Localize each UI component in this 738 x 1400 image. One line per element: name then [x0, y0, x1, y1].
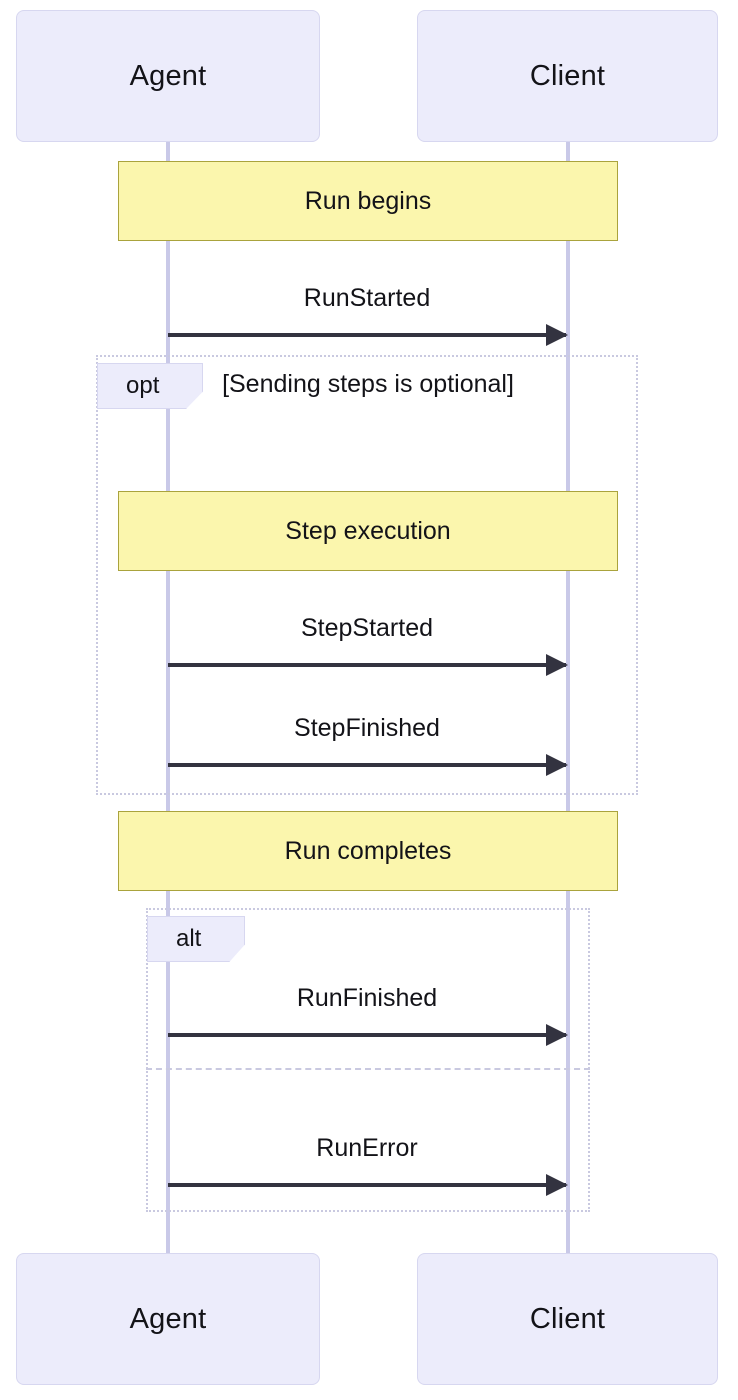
participant-client-bottom[interactable]: Client [417, 1253, 718, 1385]
participant-client-top[interactable]: Client [417, 10, 718, 142]
message-arrow-runstarted [168, 324, 568, 346]
note-run-completes: Run completes [118, 811, 618, 891]
note-step-execution: Step execution [118, 491, 618, 571]
fragment-alt-divider [146, 1068, 590, 1070]
message-arrow-stepfinished [168, 754, 568, 776]
fragment-alt [146, 908, 590, 1212]
fragment-condition-opt: [Sending steps is optional] [222, 370, 514, 398]
fragment-opt [96, 355, 638, 795]
message-arrow-stepstarted [168, 654, 568, 676]
message-arrow-runfinished [168, 1024, 568, 1046]
lifeline-client [566, 141, 570, 1254]
message-label-stepfinished: StepFinished [294, 714, 440, 742]
fragment-label-alt: alt [147, 916, 245, 962]
fragment-label-opt: opt [97, 363, 203, 409]
participant-agent-top[interactable]: Agent [16, 10, 320, 142]
message-arrow-runerror [168, 1174, 568, 1196]
message-label-runfinished: RunFinished [296, 984, 438, 1012]
lifeline-agent [166, 141, 170, 1254]
message-label-stepstarted: StepStarted [300, 614, 434, 642]
message-label-runerror: RunError [316, 1134, 418, 1162]
message-label-runstarted: RunStarted [303, 284, 431, 312]
note-run-begins: Run begins [118, 161, 618, 241]
participant-agent-bottom[interactable]: Agent [16, 1253, 320, 1385]
